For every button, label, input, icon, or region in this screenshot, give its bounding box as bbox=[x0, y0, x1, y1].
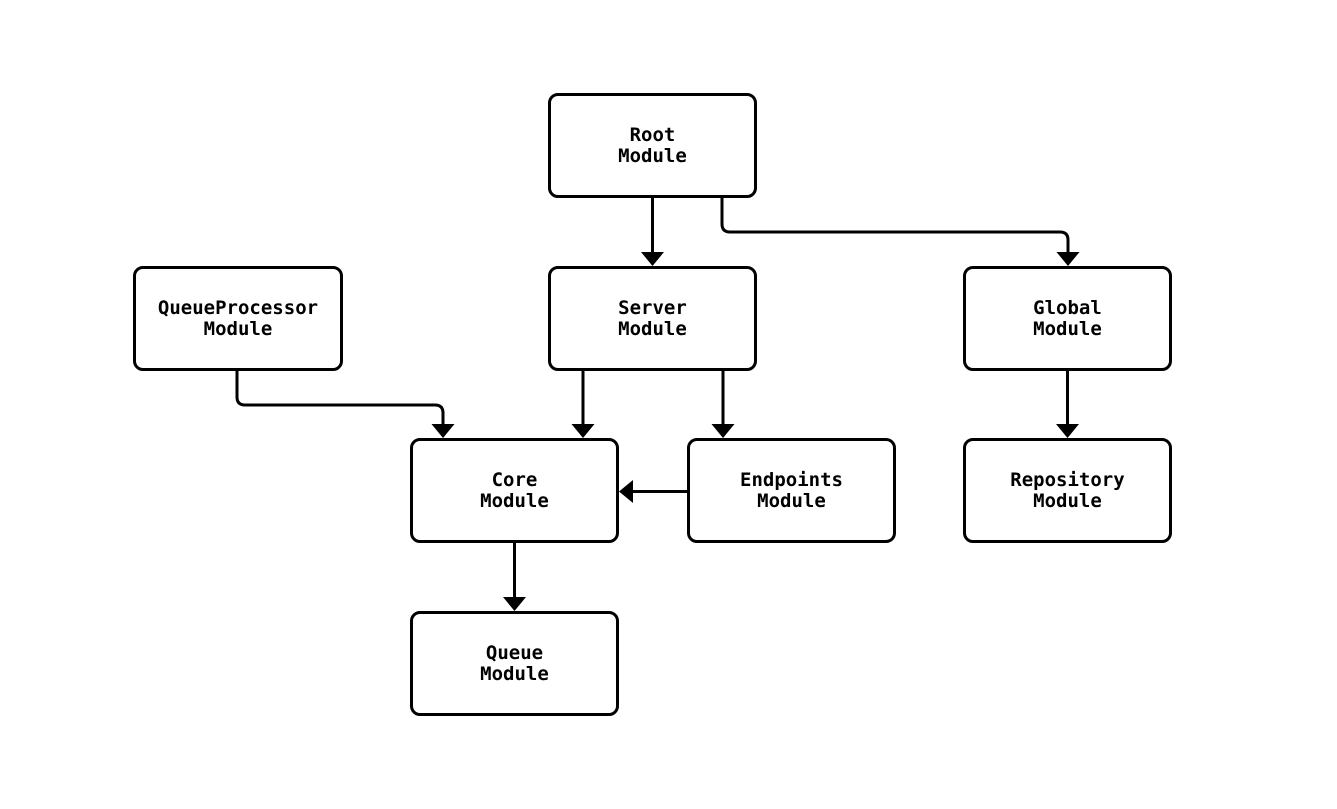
node-server-module: Server Module bbox=[548, 266, 757, 371]
node-endpoints-module-label: Endpoints Module bbox=[740, 468, 843, 512]
edge-server-to-endpoints bbox=[711, 371, 735, 438]
edge-queueprocessor-to-core bbox=[235, 371, 455, 438]
node-root-module-label: Root Module bbox=[618, 123, 687, 167]
edge-root-to-global bbox=[720, 198, 1080, 266]
node-core-module-label: Core Module bbox=[480, 468, 549, 512]
node-queueprocessor-module: QueueProcessor Module bbox=[133, 266, 343, 371]
node-repository-module: Repository Module bbox=[963, 438, 1172, 543]
node-queueprocessor-module-label: QueueProcessor Module bbox=[157, 296, 319, 340]
node-endpoints-module: Endpoints Module bbox=[687, 438, 896, 543]
node-queue-module-label: Queue Module bbox=[480, 641, 549, 685]
node-repository-module-label: Repository Module bbox=[1010, 468, 1125, 512]
node-global-module: Global Module bbox=[963, 266, 1172, 371]
edge-core-to-queue bbox=[503, 543, 526, 611]
node-queue-module: Queue Module bbox=[410, 611, 619, 716]
node-root-module: Root Module bbox=[548, 93, 757, 198]
node-server-module-label: Server Module bbox=[618, 296, 687, 340]
node-global-module-label: Global Module bbox=[1033, 296, 1102, 340]
node-core-module: Core Module bbox=[410, 438, 619, 543]
edge-global-to-repository bbox=[1056, 371, 1079, 438]
edge-root-to-server bbox=[641, 198, 664, 266]
edge-endpoints-to-core bbox=[619, 480, 687, 503]
edge-server-to-core bbox=[571, 371, 595, 438]
